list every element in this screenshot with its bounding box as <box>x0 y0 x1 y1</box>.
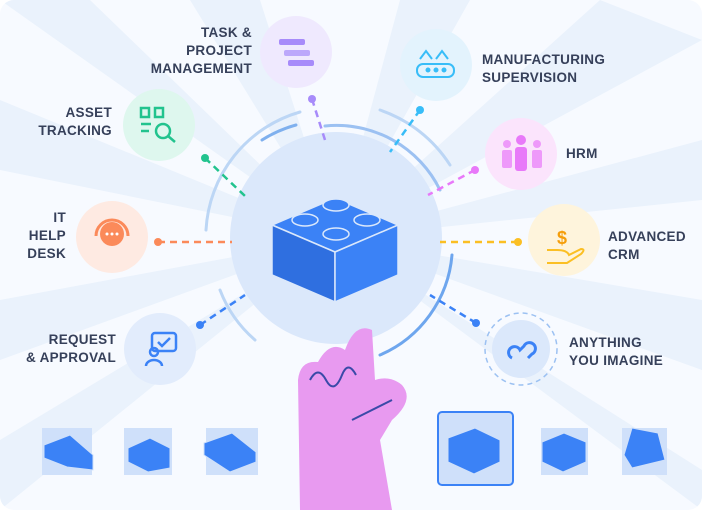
label-hrm: HRM <box>566 146 598 161</box>
label-task-project-management: TASK & PROJECT MANAGEMENT <box>150 25 252 76</box>
dollar-hand-icon: $ <box>547 228 585 264</box>
central-brick-icon <box>270 197 400 304</box>
hand-illustration <box>298 328 407 510</box>
user-check-icon <box>144 331 178 367</box>
headset-icon <box>94 218 130 246</box>
label-advanced-crm: ADVANCED CRM <box>608 229 686 262</box>
task-bars-icon <box>279 39 314 66</box>
connectors <box>154 95 522 329</box>
people-icon <box>502 135 542 171</box>
label-anything-you-imagine: ANYTHING YOU IMAGINE <box>569 335 664 368</box>
svg-text:$: $ <box>557 228 567 248</box>
brick-row <box>42 411 667 486</box>
qr-search-icon <box>139 106 176 143</box>
conveyor-icon <box>416 49 455 78</box>
infinity-icon <box>507 341 537 360</box>
label-it-help-desk: IT HELP DESK <box>27 210 66 261</box>
label-asset-tracking: ASSET TRACKING <box>38 105 112 138</box>
label-manufacturing-supervision: MANUFACTURING SUPERVISION <box>482 52 606 85</box>
orbit-arcs <box>204 108 454 357</box>
label-request-approval: REQUEST & APPROVAL <box>25 332 116 365</box>
